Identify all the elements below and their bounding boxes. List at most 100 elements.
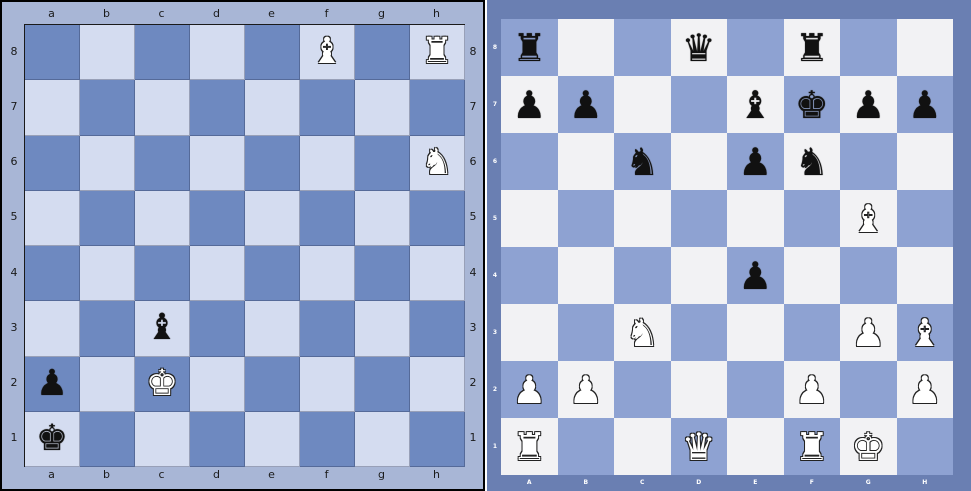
square-e5[interactable] (245, 191, 300, 246)
square-d8[interactable] (190, 25, 245, 80)
square-h8[interactable]: ♜ (410, 25, 465, 80)
square-e7[interactable]: ♝ (727, 76, 784, 133)
black-knight-icon[interactable]: ♞ (614, 133, 671, 190)
square-a6[interactable] (501, 133, 558, 190)
white-knight-icon[interactable]: ♞ (614, 304, 671, 361)
square-f4[interactable] (300, 246, 355, 301)
square-a1[interactable]: ♚ (25, 412, 80, 467)
square-a6[interactable] (25, 136, 80, 191)
square-a1[interactable]: ♜ (501, 418, 558, 475)
square-h5[interactable] (897, 190, 954, 247)
square-d1[interactable] (190, 412, 245, 467)
square-f3[interactable] (300, 301, 355, 356)
square-e4[interactable]: ♟ (727, 247, 784, 304)
white-queen-icon[interactable]: ♛ (671, 418, 728, 475)
square-h4[interactable] (897, 247, 954, 304)
square-e6[interactable]: ♟ (727, 133, 784, 190)
square-f7[interactable] (300, 80, 355, 135)
square-d5[interactable] (190, 191, 245, 246)
square-b1[interactable] (80, 412, 135, 467)
square-d2[interactable] (190, 357, 245, 412)
square-d3[interactable] (671, 304, 728, 361)
square-b8[interactable] (558, 19, 615, 76)
square-b3[interactable] (558, 304, 615, 361)
square-g1[interactable] (355, 412, 410, 467)
square-d6[interactable] (671, 133, 728, 190)
square-b3[interactable] (80, 301, 135, 356)
square-c4[interactable] (614, 247, 671, 304)
square-g8[interactable] (840, 19, 897, 76)
square-e3[interactable] (727, 304, 784, 361)
square-c6[interactable]: ♞ (614, 133, 671, 190)
square-g2[interactable] (355, 357, 410, 412)
square-e8[interactable] (245, 25, 300, 80)
square-b1[interactable] (558, 418, 615, 475)
square-a4[interactable] (501, 247, 558, 304)
black-pawn-icon[interactable]: ♟ (25, 357, 79, 411)
square-f6[interactable] (300, 136, 355, 191)
white-rook-icon[interactable]: ♜ (501, 418, 558, 475)
square-e1[interactable] (245, 412, 300, 467)
square-h1[interactable] (410, 412, 465, 467)
square-c6[interactable] (135, 136, 190, 191)
square-a5[interactable] (501, 190, 558, 247)
square-b6[interactable] (558, 133, 615, 190)
square-f8[interactable]: ♜ (784, 19, 841, 76)
square-d2[interactable] (671, 361, 728, 418)
square-e1[interactable] (727, 418, 784, 475)
square-f7[interactable]: ♚ (784, 76, 841, 133)
square-c5[interactable] (135, 191, 190, 246)
square-a2[interactable]: ♟ (501, 361, 558, 418)
square-c4[interactable] (135, 246, 190, 301)
square-b4[interactable] (558, 247, 615, 304)
square-b7[interactable]: ♟ (558, 76, 615, 133)
square-d8[interactable]: ♛ (671, 19, 728, 76)
square-e6[interactable] (245, 136, 300, 191)
square-f1[interactable] (300, 412, 355, 467)
square-a8[interactable] (25, 25, 80, 80)
white-pawn-icon[interactable]: ♟ (558, 361, 615, 418)
square-f5[interactable] (300, 191, 355, 246)
white-pawn-icon[interactable]: ♟ (501, 361, 558, 418)
square-c7[interactable] (614, 76, 671, 133)
square-d5[interactable] (671, 190, 728, 247)
square-b4[interactable] (80, 246, 135, 301)
square-c2[interactable]: ♚ (135, 357, 190, 412)
square-h2[interactable] (410, 357, 465, 412)
square-g7[interactable] (355, 80, 410, 135)
black-pawn-icon[interactable]: ♟ (558, 76, 615, 133)
white-bishop-icon[interactable]: ♝ (897, 304, 954, 361)
square-a7[interactable] (25, 80, 80, 135)
black-pawn-icon[interactable]: ♟ (501, 76, 558, 133)
white-rook-icon[interactable]: ♜ (784, 418, 841, 475)
square-a7[interactable]: ♟ (501, 76, 558, 133)
square-e7[interactable] (245, 80, 300, 135)
square-f6[interactable]: ♞ (784, 133, 841, 190)
square-h3[interactable]: ♝ (897, 304, 954, 361)
square-g6[interactable] (355, 136, 410, 191)
black-pawn-icon[interactable]: ♟ (897, 76, 954, 133)
square-g5[interactable]: ♝ (840, 190, 897, 247)
black-king-icon[interactable]: ♚ (784, 76, 841, 133)
square-g6[interactable] (840, 133, 897, 190)
white-king-icon[interactable]: ♚ (840, 418, 897, 475)
square-e2[interactable] (727, 361, 784, 418)
square-c8[interactable] (614, 19, 671, 76)
square-h2[interactable]: ♟ (897, 361, 954, 418)
square-h8[interactable] (897, 19, 954, 76)
square-e3[interactable] (245, 301, 300, 356)
square-h1[interactable] (897, 418, 954, 475)
square-d1[interactable]: ♛ (671, 418, 728, 475)
square-h7[interactable] (410, 80, 465, 135)
square-d4[interactable] (671, 247, 728, 304)
square-h4[interactable] (410, 246, 465, 301)
square-g7[interactable]: ♟ (840, 76, 897, 133)
black-bishop-icon[interactable]: ♝ (135, 301, 189, 355)
square-f5[interactable] (784, 190, 841, 247)
square-b2[interactable] (80, 357, 135, 412)
square-f1[interactable]: ♜ (784, 418, 841, 475)
square-g3[interactable]: ♟ (840, 304, 897, 361)
square-f3[interactable] (784, 304, 841, 361)
square-g4[interactable] (840, 247, 897, 304)
square-a3[interactable] (25, 301, 80, 356)
